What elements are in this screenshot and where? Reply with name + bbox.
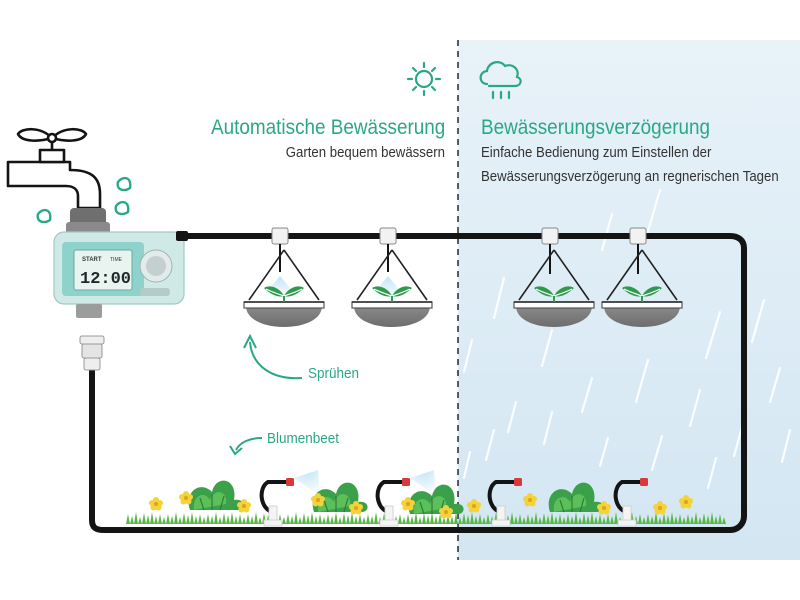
spray-label: Sprühen — [308, 365, 360, 382]
sun-icon — [406, 61, 442, 97]
right-panel-subtitle-line1: Einfache Bedienung zum Einstellen der — [481, 144, 712, 161]
timer-device — [53, 208, 185, 318]
left-panel-title: Automatische Bewässerung — [210, 116, 445, 139]
left-panel-subtitle: Garten bequem bewässern — [285, 144, 445, 161]
faucet-icon — [6, 127, 102, 210]
pot-sprayer — [351, 227, 433, 328]
stake-spray — [294, 470, 320, 496]
flower-bed-arrow-head — [229, 445, 243, 456]
hose-connector — [79, 335, 105, 371]
water-drops — [36, 176, 132, 224]
spray-arrow — [249, 341, 303, 380]
hose-end-cap — [176, 231, 188, 241]
rain-streaks — [462, 188, 792, 490]
pot-sprayer — [601, 227, 683, 328]
timer-start-label: START — [82, 257, 102, 263]
right-panel-title: Bewässerungsverzögerung — [481, 116, 711, 139]
drip-stake — [259, 476, 296, 528]
timer-display: 12:00 — [80, 270, 131, 289]
pot-sprayer — [513, 227, 595, 328]
timer-time-label: TIME — [110, 257, 123, 263]
flower-bed-label: Blumenbeet — [267, 430, 340, 447]
spray-arrow-head — [243, 333, 257, 349]
flower-bed-arrow — [235, 437, 263, 451]
stake-spray — [410, 470, 436, 496]
rain-cloud-icon — [479, 61, 522, 100]
pot-sprayer — [243, 227, 325, 328]
main-hose — [89, 233, 747, 533]
right-panel-subtitle-line2: Bewässerungsverzögerung an regnerischen … — [481, 168, 779, 185]
